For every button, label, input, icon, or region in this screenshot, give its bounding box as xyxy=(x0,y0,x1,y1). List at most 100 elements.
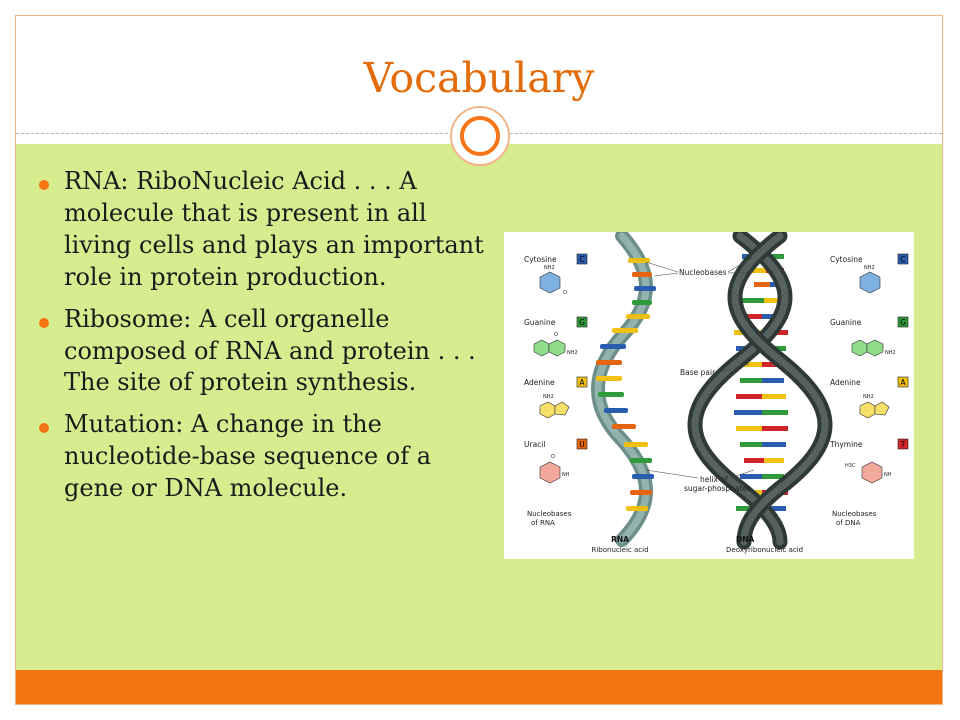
adenine-ring2-icon xyxy=(554,401,570,416)
dna-base xyxy=(744,458,764,463)
dna-base xyxy=(742,298,764,303)
rna-dna-diagram: Cytosine C NH2 O Guanine G O NH2 Adenine… xyxy=(524,228,909,554)
rna-title: RNA xyxy=(611,535,629,544)
right-base-panel: Cytosine C NH2 Guanine G NH2 Adenine A N… xyxy=(829,253,909,527)
guanine-ring-icon xyxy=(851,339,868,357)
left-base-name: Cytosine xyxy=(524,255,557,264)
right-base-letter: C xyxy=(900,255,905,264)
uracil-swatch-icon xyxy=(576,438,588,450)
dna-base xyxy=(764,298,788,303)
list-item: Mutation: A change in the nucleotide-bas… xyxy=(36,409,486,505)
rna-strand xyxy=(591,229,656,547)
list-item: RNA: RiboNucleic Acid . . . A molecule t… xyxy=(36,166,486,294)
right-base-letter: T xyxy=(900,440,906,449)
adenine-ring2-icon xyxy=(874,401,890,416)
guanine-swatch-icon xyxy=(576,316,588,328)
definition-mutation: Mutation: A change in the nucleotide-bas… xyxy=(64,410,432,503)
rna-base xyxy=(624,442,648,447)
dna-strand-b-highlight xyxy=(731,232,829,546)
right-base-name: Adenine xyxy=(830,378,861,387)
cytosine-ring-icon xyxy=(859,271,881,294)
definition-ribosome: Ribosome: A cell organelle composed of R… xyxy=(64,304,476,397)
left-base-letter: C xyxy=(579,255,584,264)
guanine-swatch-icon xyxy=(897,316,909,328)
dna-base xyxy=(736,426,762,431)
thymine-swatch-icon xyxy=(897,438,909,450)
dna-base xyxy=(740,378,762,383)
right-caption-line1: Nucleobases xyxy=(832,510,877,518)
adenine-ring-icon xyxy=(539,401,556,419)
adenine-swatch-icon xyxy=(897,376,909,388)
thymine-ring-icon xyxy=(861,461,883,484)
dna-base xyxy=(764,254,784,259)
mol-label: O xyxy=(554,332,558,338)
callout-line xyxy=(727,271,755,274)
rna-base xyxy=(626,506,648,511)
rna-base xyxy=(604,408,628,413)
callout-line xyxy=(653,272,679,277)
left-base-name: Guanine xyxy=(524,318,556,327)
rna-base xyxy=(626,314,650,319)
adenine-ring-icon xyxy=(859,401,876,419)
callout-line xyxy=(645,469,699,479)
dna-base xyxy=(740,362,762,367)
left-caption-line1: Nucleobases xyxy=(527,510,572,518)
rna-bases xyxy=(596,258,656,511)
mol-label: O xyxy=(551,454,555,460)
helix-callout-line1: helix of xyxy=(700,475,728,484)
dna-base xyxy=(762,362,784,367)
dna-base xyxy=(762,394,786,399)
left-base-letter: A xyxy=(579,378,585,387)
mol-label: NH2 xyxy=(543,394,554,400)
mol-label: O xyxy=(563,290,567,296)
bullet-icon xyxy=(39,317,49,328)
dna-subtitle: Deoxyribonucleic acid xyxy=(726,546,803,554)
uracil-ring-icon xyxy=(539,461,561,484)
cytosine-ring-icon xyxy=(539,271,561,294)
list-item: Ribosome: A cell organelle composed of R… xyxy=(36,304,486,400)
mol-label: NH2 xyxy=(544,265,555,271)
definition-list: RNA: RiboNucleic Acid . . . A molecule t… xyxy=(36,166,486,515)
callout-line xyxy=(645,261,679,273)
cytosine-swatch-icon xyxy=(897,253,909,265)
dna-base xyxy=(740,474,762,479)
dna-base xyxy=(748,268,766,273)
left-caption-line2: of RNA xyxy=(531,519,555,527)
mol-label: NH2 xyxy=(567,350,578,356)
rna-base xyxy=(630,490,652,495)
mol-label: NH xyxy=(562,472,570,478)
rna-base xyxy=(628,258,650,263)
guanine-ring2-icon xyxy=(548,339,566,357)
bullet-icon xyxy=(39,180,49,190)
ring-ornament-inner xyxy=(460,116,500,156)
left-base-name: Uracil xyxy=(524,440,545,449)
mol-label: NH2 xyxy=(885,350,896,356)
dna-base xyxy=(762,506,786,511)
rna-base xyxy=(612,424,636,429)
dna-title: DNA xyxy=(736,535,755,544)
callouts: Nucleobases Base pair helix of sugar-pho… xyxy=(645,257,755,493)
cytosine-swatch-icon xyxy=(576,253,588,265)
dna-base xyxy=(762,378,784,383)
bullet-icon xyxy=(39,423,49,434)
left-base-letter: U xyxy=(579,440,585,449)
rna-base xyxy=(596,360,622,365)
dna-base xyxy=(762,410,788,415)
rna-base xyxy=(598,392,624,397)
rna-base xyxy=(632,474,654,479)
rna-subtitle: Ribonucleic acid xyxy=(591,546,648,554)
callout-line xyxy=(727,257,753,273)
rna-base xyxy=(612,328,638,333)
slide-title: Vocabulary xyxy=(363,54,595,102)
right-base-letter: G xyxy=(900,318,906,327)
mol-label: NH2 xyxy=(863,394,874,400)
dna-base xyxy=(740,442,762,447)
dna-base xyxy=(764,458,784,463)
mol-label: H3C xyxy=(845,463,856,469)
rna-dna-figure: Cytosine C NH2 O Guanine G O NH2 Adenine… xyxy=(504,228,914,559)
right-base-name: Cytosine xyxy=(830,255,863,264)
guanine-ring-icon xyxy=(533,339,550,357)
mol-label: NH xyxy=(884,472,892,478)
rna-base xyxy=(630,458,652,463)
dna-base xyxy=(754,282,770,287)
